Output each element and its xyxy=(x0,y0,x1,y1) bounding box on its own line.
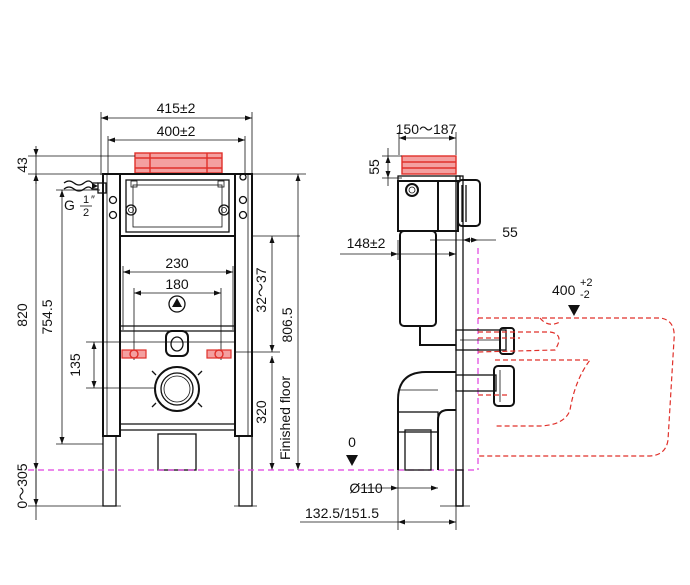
drain-outlet-front xyxy=(154,366,200,412)
dim-bowl-projection: 400 xyxy=(552,282,576,298)
side-view: 150～187 55 148±2 55 xyxy=(300,121,675,530)
flush-plate-side xyxy=(401,155,457,175)
dim-drain-diameter: Ø110 xyxy=(349,480,382,496)
dim-754: 754.5 xyxy=(39,299,55,334)
frame-right-post xyxy=(234,173,253,437)
dim-806: 806.5 xyxy=(279,307,295,342)
dim-width-inner: 400±2 xyxy=(157,123,196,139)
dim-depth-148: 148±2 xyxy=(347,235,386,251)
svg-text:″: ″ xyxy=(91,194,95,206)
dim-32-37: 32～37 xyxy=(253,267,269,312)
dim-floor-range: 0～305 xyxy=(14,463,30,508)
dim-spacing-230: 230 xyxy=(165,255,189,271)
finished-floor-label: Finished floor xyxy=(277,376,293,460)
dim-depth-range: 150～187 xyxy=(396,121,457,137)
svg-text:-2: -2 xyxy=(580,289,590,301)
flush-outlet xyxy=(165,330,189,357)
dim-drain-offset: 132.5/151.5 xyxy=(305,505,379,521)
floor-drain-stub xyxy=(157,433,197,471)
dim-820: 820 xyxy=(14,303,30,327)
dim-320: 320 xyxy=(253,400,269,424)
zero-marker: 0 xyxy=(348,434,356,450)
flush-plate-front xyxy=(134,152,223,174)
mounting-bolts xyxy=(121,349,232,359)
svg-text:+2: +2 xyxy=(580,277,593,289)
frame-leg-left xyxy=(102,435,117,507)
dim-depth-55-side: 55 xyxy=(502,224,518,240)
frame-left-post xyxy=(102,173,121,437)
water-inlet xyxy=(97,182,107,194)
wall-hung-bowl xyxy=(477,317,675,457)
dim-width-outer: 415±2 xyxy=(157,100,196,116)
dim-depth-55-top: 55 xyxy=(366,159,382,175)
svg-text:2: 2 xyxy=(83,207,89,219)
dim-135: 135 xyxy=(67,353,83,377)
dim-spacing-180: 180 xyxy=(165,276,189,292)
frame-leg-right xyxy=(238,435,253,507)
front-view: 415±2 400±2 43 xyxy=(14,100,306,520)
cistern-side-body xyxy=(399,230,437,327)
dim-top-offset: 43 xyxy=(14,157,30,173)
inlet-label: G xyxy=(64,197,75,213)
svg-text:1: 1 xyxy=(83,194,89,206)
